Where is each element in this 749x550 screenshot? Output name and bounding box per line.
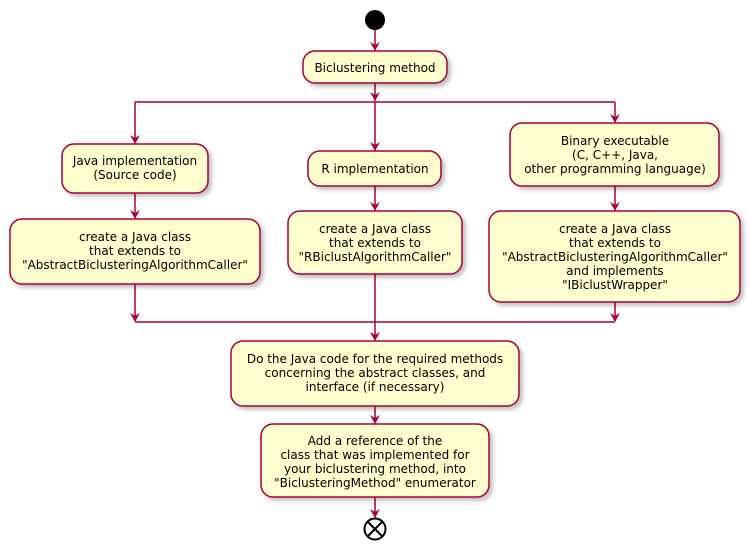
node-biclustering-method: Biclustering method bbox=[302, 50, 448, 84]
node-text-line: "RBiclustAlgorithmCaller" bbox=[299, 250, 452, 264]
node-text-line: create a Java class bbox=[79, 230, 191, 244]
arrowhead bbox=[130, 210, 140, 219]
node-java-code: Do the Java code for the required method… bbox=[230, 340, 520, 407]
arrowhead bbox=[610, 114, 620, 123]
node-text-line: class that was implemented for bbox=[280, 448, 469, 462]
node-text-line: interface (if necessary) bbox=[306, 380, 445, 394]
node-text-line: your biclustering method, into bbox=[284, 462, 466, 476]
node-biclustering-method-text: Biclustering method bbox=[314, 61, 435, 75]
arrowhead bbox=[130, 135, 140, 144]
arrowhead bbox=[610, 313, 620, 322]
node-text-line: that extends to bbox=[329, 236, 421, 250]
node-text-line: "AbstractBiclusteringAlgorithmCaller" bbox=[502, 250, 728, 264]
node-text-line: "AbstractBiclusteringAlgorithmCaller" bbox=[22, 258, 248, 272]
node-text-line: "IBiclustWrapper" bbox=[562, 278, 668, 292]
arrowheads bbox=[130, 42, 620, 518]
node-text-line: create a Java class bbox=[559, 222, 671, 236]
node-java-implementation: Java implementation(Source code) bbox=[61, 143, 209, 194]
arrowhead bbox=[370, 202, 380, 211]
node-text-line: Add a reference of the bbox=[308, 434, 442, 448]
arrowhead bbox=[370, 42, 380, 51]
node-text-line: (Source code) bbox=[93, 168, 176, 182]
arrowhead bbox=[370, 509, 380, 518]
node-text-line: Binary executable bbox=[561, 134, 669, 148]
node-r-implementation: R implementation bbox=[307, 150, 442, 187]
arrowhead bbox=[370, 332, 380, 341]
arrowhead bbox=[370, 142, 380, 151]
node-text-line: other programming language) bbox=[524, 162, 706, 176]
arrowhead bbox=[370, 92, 380, 101]
node-binary-executable: Binary executable(C, C++, Java,other pro… bbox=[509, 122, 720, 187]
arrowhead bbox=[610, 202, 620, 211]
node-text-line: that extends to bbox=[569, 236, 661, 250]
node-text-line: concerning the abstract classes, and bbox=[265, 366, 486, 380]
node-text-line: and implements bbox=[566, 264, 663, 278]
node-text-line: Biclustering method bbox=[314, 61, 435, 75]
node-java-code-text: Do the Java code for the required method… bbox=[247, 352, 503, 394]
node-binary-executable-text: Binary executable(C, C++, Java,other pro… bbox=[524, 134, 706, 176]
start-node bbox=[365, 10, 385, 30]
node-r-implementation-text: R implementation bbox=[321, 162, 428, 176]
node-text-line: "BiclusteringMethod" enumerator bbox=[274, 476, 476, 490]
end-node bbox=[363, 517, 387, 541]
node-text-line: that extends to bbox=[89, 244, 181, 258]
arrowhead bbox=[370, 415, 380, 424]
node-java-implementation-text: Java implementation(Source code) bbox=[72, 154, 197, 182]
node-text-line: R implementation bbox=[321, 162, 428, 176]
node-text-line: Do the Java code for the required method… bbox=[247, 352, 503, 366]
arrowhead bbox=[130, 313, 140, 322]
node-text-line: (C, C++, Java, bbox=[572, 148, 658, 162]
node-text-line: Java implementation bbox=[72, 154, 197, 168]
node-text-line: create a Java class bbox=[319, 222, 431, 236]
